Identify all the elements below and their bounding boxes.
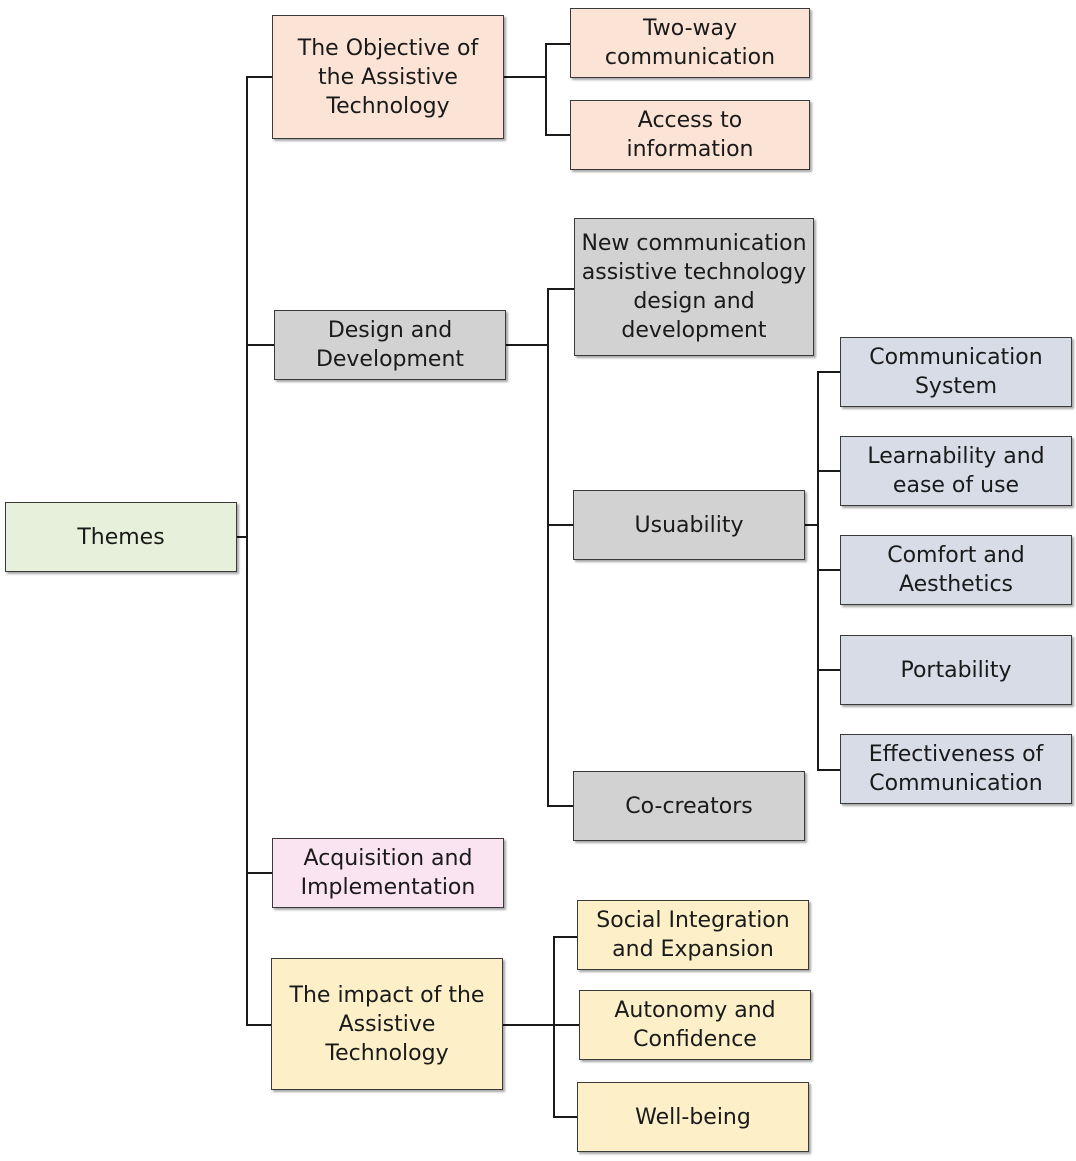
node-acquisition-label: Acquisition and Implementation: [300, 846, 476, 900]
node-design-label: Design and Development: [315, 318, 465, 372]
node-social-label: Social Integration and Expansion: [596, 908, 790, 962]
node-learnability-label: Learnability and ease of use: [867, 444, 1045, 498]
node-two-way-communication: Two-way communication: [570, 8, 810, 78]
node-portability-label: Portability: [900, 657, 1012, 683]
node-autonomy-label: Autonomy and Confidence: [614, 998, 776, 1052]
node-new-communication-at-design: New communication assistive technology d…: [574, 218, 814, 356]
node-well-being: Well-being: [577, 1082, 809, 1152]
node-usability: Usuability: [573, 490, 805, 560]
node-design-and-development: Design and Development: [274, 310, 506, 380]
node-portability: Portability: [840, 635, 1072, 705]
node-objective-label: The Objective of the Assistive Technolog…: [297, 35, 479, 119]
node-themes-label: Themes: [77, 524, 165, 550]
node-comfort-label: Comfort and Aesthetics: [887, 543, 1025, 597]
node-objective-of-assistive-technology: The Objective of the Assistive Technolog…: [272, 15, 504, 139]
node-impact-label: The impact of the Assistive Technology: [289, 982, 485, 1066]
node-co-creators: Co-creators: [573, 771, 805, 841]
node-two-way-label: Two-way communication: [604, 16, 776, 70]
node-impact-of-assistive-technology: The impact of the Assistive Technology: [271, 958, 503, 1090]
node-access-label: Access to information: [626, 108, 754, 162]
node-autonomy-and-confidence: Autonomy and Confidence: [579, 990, 811, 1060]
node-effectiveness-label: Effectiveness of Communication: [868, 742, 1044, 796]
node-access-to-information: Access to information: [570, 100, 810, 170]
node-comfort-and-aesthetics: Comfort and Aesthetics: [840, 535, 1072, 605]
node-new-comm-label: New communication assistive technology d…: [581, 231, 807, 343]
node-social-integration-and-expansion: Social Integration and Expansion: [577, 900, 809, 970]
node-effectiveness-of-communication: Effectiveness of Communication: [840, 734, 1072, 804]
node-learnability-and-ease-of-use: Learnability and ease of use: [840, 436, 1072, 506]
node-usability-label: Usuability: [634, 512, 744, 538]
node-acquisition-and-implementation: Acquisition and Implementation: [272, 838, 504, 908]
node-co-creators-label: Co-creators: [625, 793, 753, 819]
node-wellbeing-label: Well-being: [635, 1104, 751, 1130]
node-comm-system-label: Communication System: [869, 345, 1043, 399]
node-themes: Themes: [5, 502, 237, 572]
node-communication-system: Communication System: [840, 337, 1072, 407]
